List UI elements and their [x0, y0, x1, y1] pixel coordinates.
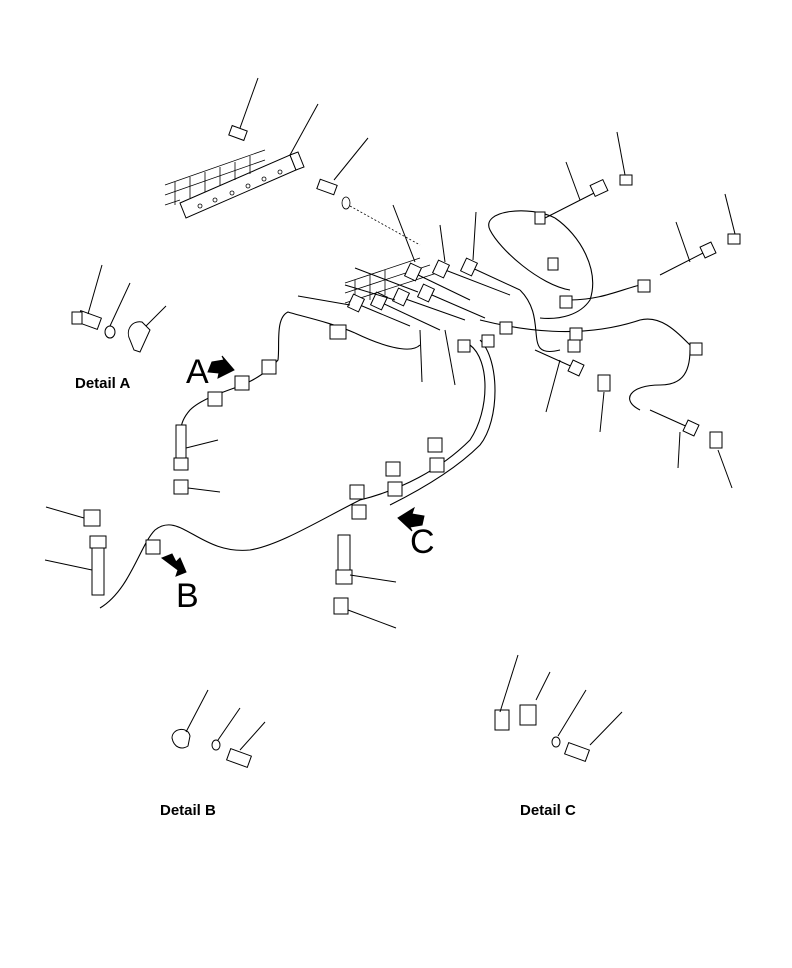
- hydraulic-hoses: [99, 210, 691, 609]
- detail-a: Detail A: [71, 264, 167, 392]
- fitting-top-center: [316, 137, 421, 246]
- callout-b: B: [160, 553, 199, 615]
- center-hose-assembly: [333, 437, 445, 629]
- detail-c: Detail C: [494, 654, 623, 819]
- callout-c: C: [397, 506, 435, 561]
- hose-cluster: [297, 204, 521, 386]
- detail-b-label: Detail B: [160, 802, 216, 819]
- right-hose-assemblies: [457, 131, 741, 489]
- arrow-a-icon: [207, 355, 235, 379]
- detail-a-label: Detail A: [75, 375, 130, 392]
- manifold-block: [164, 149, 305, 219]
- callout-b-label: B: [176, 577, 199, 615]
- left-hose-assembly: [173, 324, 347, 495]
- lower-left-hose-assembly: [44, 506, 161, 596]
- callout-a: A: [186, 353, 235, 391]
- callout-c-label: C: [410, 523, 435, 561]
- fitting-top-left: [228, 77, 259, 142]
- detail-b: Detail B: [160, 689, 266, 819]
- arrow-c-icon: [397, 506, 425, 532]
- detail-c-label: Detail C: [520, 802, 576, 819]
- callout-a-label: A: [186, 353, 209, 391]
- arrow-b-icon: [160, 553, 187, 577]
